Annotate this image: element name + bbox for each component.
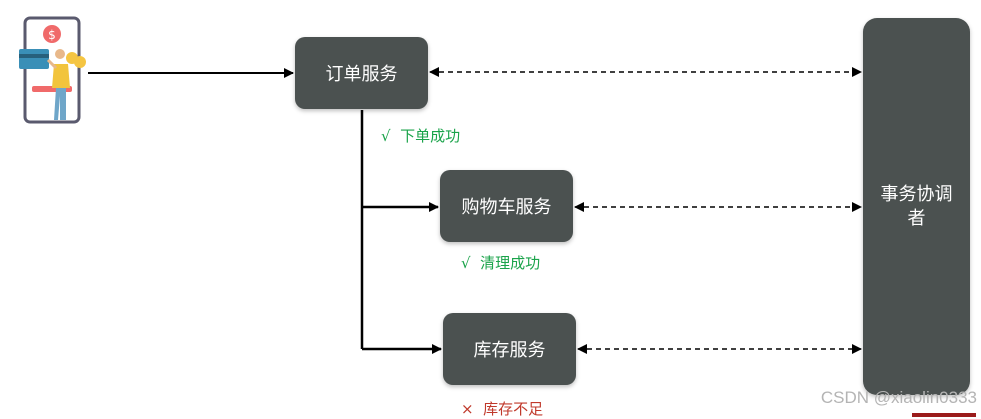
corner-accent-bar: [912, 413, 976, 417]
cart-service-label: 购物车服务: [461, 197, 552, 218]
order-status-text: 下单成功: [400, 127, 461, 145]
cart-status: √ 清理成功: [461, 252, 540, 273]
order-status: √ 下单成功: [381, 125, 460, 146]
order-service-node: 订单服务: [295, 37, 428, 109]
stock-status: × 库存不足: [461, 398, 543, 419]
order-service-label: 订单服务: [325, 64, 398, 85]
stock-service-node: 库存服务: [443, 313, 576, 385]
stock-service-label: 库存服务: [473, 340, 546, 361]
cart-status-mark: √: [461, 254, 471, 272]
stock-status-mark: ×: [461, 400, 474, 418]
order-status-mark: √: [381, 127, 391, 145]
cart-service-node: 购物车服务: [440, 170, 573, 242]
watermark: CSDN @xiaolin0333: [820, 388, 977, 407]
svg-text:$: $: [48, 28, 56, 42]
user-payment-icon: $: [19, 16, 86, 124]
stock-status-text: 库存不足: [483, 400, 544, 418]
cart-status-text: 清理成功: [480, 254, 541, 272]
transaction-coordinator-node: 事务协调者: [863, 18, 970, 395]
transaction-coordinator-label: 事务协调者: [880, 183, 953, 229]
